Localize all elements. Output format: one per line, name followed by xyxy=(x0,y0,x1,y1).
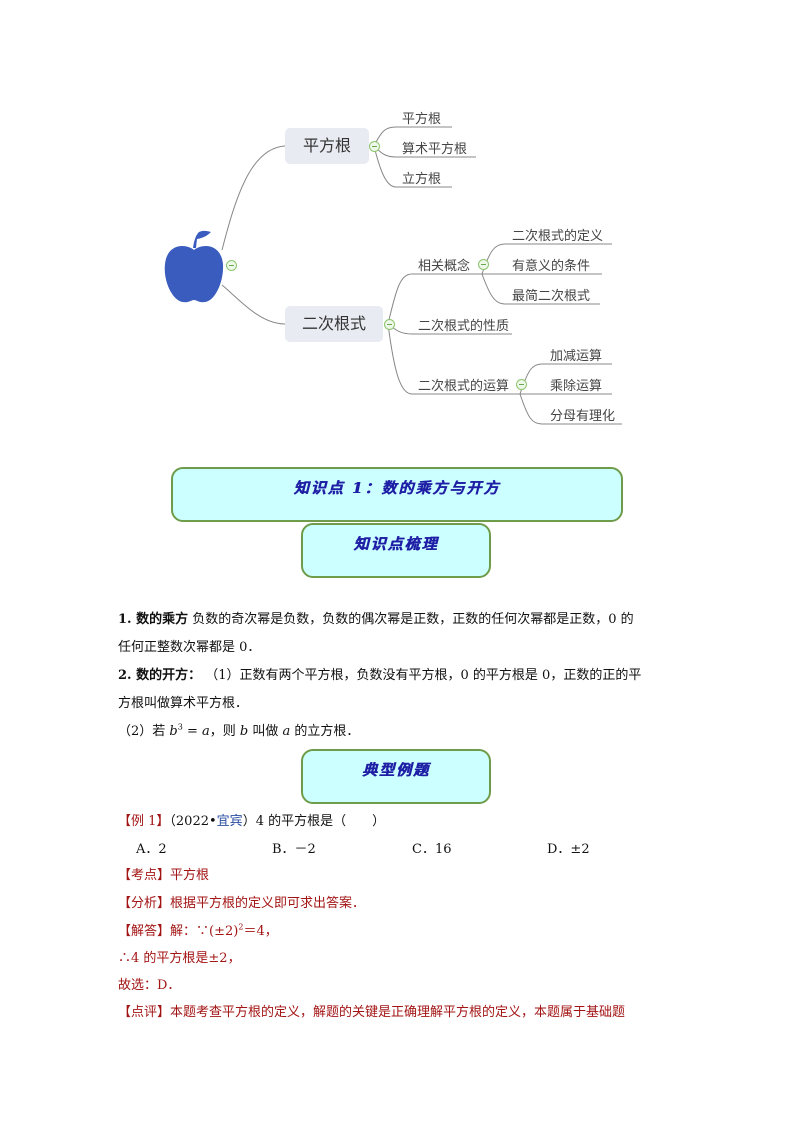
mindmap-leaf[interactable]: 最简二次根式 xyxy=(512,289,591,304)
typical-examples-banner: 典型例题 xyxy=(301,749,491,804)
review: 【点评】本题考查平方根的定义，解题的关键是正确理解平方根的定义，本题属于基础题 xyxy=(118,999,625,1027)
mindmap-leaf[interactable]: 平方根 xyxy=(402,112,442,127)
collapse-toggle-related-concepts[interactable] xyxy=(478,259,489,270)
collapse-toggle-operations[interactable] xyxy=(516,379,527,390)
collapse-toggle-root[interactable] xyxy=(226,260,237,271)
section-tag: 【考点】 xyxy=(118,868,171,883)
math-var: b xyxy=(169,724,178,739)
option-b: B．－2 xyxy=(272,842,316,857)
solution-line-2: ∴4 的平方根是±2， xyxy=(118,945,241,973)
text: 叫做 xyxy=(248,724,283,739)
collapse-toggle-quadratic-radical[interactable] xyxy=(384,319,395,330)
source-link[interactable]: 宜宾 xyxy=(216,814,243,829)
math-var: b xyxy=(239,724,249,739)
node-label: 二次根式 xyxy=(301,314,366,333)
section-tag: 【分析】 xyxy=(118,896,171,911)
mindmap-leaf[interactable]: 分母有理化 xyxy=(550,409,616,424)
option-a: A．2 xyxy=(136,842,167,857)
paragraph-cube-root: （2）若 b3 = a，则 b 叫做 a 的立方根． xyxy=(118,718,359,746)
section-text: 故选：D． xyxy=(118,978,181,993)
banner-title: 知识点梳理 xyxy=(353,535,439,553)
mindmap-leaf[interactable]: 算术平方根 xyxy=(402,142,468,157)
text: ，则 xyxy=(209,724,240,739)
paragraph-text: 任何正整数次幂都是 0． xyxy=(118,640,261,655)
example-question: 【例 1】（2022•宜宾）4 的平方根是（ ） xyxy=(118,808,385,836)
mindmap-node-properties[interactable]: 二次根式的性质 xyxy=(418,319,510,334)
section-text: 本题考查平方根的定义，解题的关键是正确理解平方根的定义，本题属于基础题 xyxy=(170,1005,626,1020)
example-tag: 【例 1】 xyxy=(118,814,170,829)
section-tag: 【点评】 xyxy=(118,1005,171,1020)
exam-point: 【考点】平方根 xyxy=(118,862,209,890)
knowledge-review-banner: 知识点梳理 xyxy=(301,523,491,578)
exponent: 2 xyxy=(238,922,244,932)
section-text: 根据平方根的定义即可求出答案． xyxy=(170,896,366,911)
mindmap-leaf[interactable]: 二次根式的定义 xyxy=(512,229,604,244)
mindmap-node-quadratic-radical[interactable]: 二次根式 xyxy=(285,306,383,342)
solution: 【解答】解：∵(±2)2＝4， xyxy=(118,918,278,946)
mindmap-leaf[interactable]: 乘除运算 xyxy=(550,379,603,394)
mindmap-node-square-root[interactable]: 平方根 xyxy=(285,128,369,164)
math-expr: ＝4， xyxy=(243,924,278,939)
mindmap-node-related-concepts[interactable]: 相关概念 xyxy=(418,259,471,274)
section-tag: 【解答】 xyxy=(118,924,171,939)
mindmap-leaf[interactable]: 立方根 xyxy=(402,172,442,187)
paragraph-text: 方根叫做算术平方根． xyxy=(118,696,249,711)
option-d: D．±2 xyxy=(547,842,590,857)
solution-line-3: 故选：D． xyxy=(118,972,180,1000)
section-text: ∴4 的平方根是±2， xyxy=(118,951,241,966)
math-expr: ∵(±2) xyxy=(196,924,239,939)
apple-icon xyxy=(164,230,224,303)
paragraph-text: （1）正数有两个平方根，负数没有平方根，0 的平方根是 0，正数的正的平 xyxy=(205,668,642,683)
paragraph-heading: 2. 数的开方： xyxy=(118,668,202,683)
math-var: a xyxy=(202,724,210,739)
paragraph-root-cont: 方根叫做算术平方根． xyxy=(118,690,248,718)
knowledge-point-banner: 知识点 1：数的乘方与开方 xyxy=(171,467,623,522)
mind-map-connectors xyxy=(221,126,622,425)
text: 的立方根． xyxy=(290,724,360,739)
collapse-toggle-square-root[interactable] xyxy=(369,141,380,152)
mindmap-leaf[interactable]: 有意义的条件 xyxy=(512,259,591,274)
text: = xyxy=(182,724,202,739)
section-text: 解： xyxy=(170,924,197,939)
section-text: 平方根 xyxy=(170,868,210,883)
banner-title: 典型例题 xyxy=(361,761,430,779)
math-var: a xyxy=(282,724,291,739)
text: ） xyxy=(242,814,256,829)
node-label: 平方根 xyxy=(302,136,351,155)
paragraph-root: 2. 数的开方： （1）正数有两个平方根，负数没有平方根，0 的平方根是 0，正… xyxy=(118,662,641,690)
text: （2022• xyxy=(169,814,217,829)
mindmap-node-operations[interactable]: 二次根式的运算 xyxy=(418,379,510,394)
paragraph-text: 负数的奇次幂是负数，负数的偶次幂是正数，正数的任何次幂都是正数，0 的 xyxy=(192,612,634,627)
mindmap-leaf[interactable]: 加减运算 xyxy=(550,349,603,364)
exponent: 3 xyxy=(177,722,183,732)
text: （2）若 xyxy=(118,724,170,739)
paragraph-power-cont: 任何正整数次幂都是 0． xyxy=(118,634,260,662)
option-c: C．16 xyxy=(412,842,452,857)
question-text: 4 的平方根是（ ） xyxy=(255,814,386,829)
analysis: 【分析】根据平方根的定义即可求出答案． xyxy=(118,890,365,918)
banner-title: 知识点 1：数的乘方与开方 xyxy=(293,479,501,497)
paragraph-power: 1. 数的乘方 负数的奇次幂是负数，负数的偶次幂是正数，正数的任何次幂都是正数，… xyxy=(118,606,634,634)
paragraph-heading: 1. 数的乘方 xyxy=(118,612,189,627)
